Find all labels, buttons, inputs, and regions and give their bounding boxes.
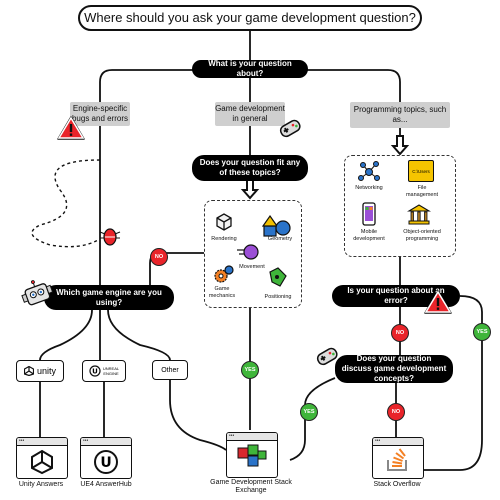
topic-rendering: Rendering (211, 236, 237, 242)
question-error-pill: Is your question about an error? (332, 285, 460, 307)
cube-icon (216, 213, 232, 231)
svg-text:U: U (92, 368, 98, 376)
network-icon (358, 161, 380, 181)
unity-icon (31, 449, 53, 475)
topic-networking: Networking (355, 185, 383, 191)
topic-object-oriented-programming: Object-oriented programming (403, 229, 441, 242)
dest-gamedev-se: Game Development Stack Exchange (210, 479, 292, 494)
puzzle-icon (269, 267, 287, 287)
bank-icon (407, 204, 431, 225)
unity-icon (23, 366, 34, 376)
stack-overflow-window[interactable]: ••• (372, 437, 424, 479)
branch-engine: Engine-specific bugs and errors (70, 102, 130, 126)
yes-badge-fit: YES (241, 361, 259, 379)
question-fit-pill: Does your question fit any of these topi… (192, 155, 308, 181)
phone-icon (362, 202, 376, 226)
unity-answers-window[interactable]: ••• (16, 437, 68, 479)
warning-icon (57, 116, 85, 140)
robot-icon (21, 280, 54, 306)
branch-gamedev: Game development in general (215, 102, 285, 126)
unreal-icon: U (94, 450, 118, 474)
topic-mobile-development: Mobile development (353, 229, 385, 242)
unity-label: unity (36, 366, 56, 376)
topic-positioning: Positioning (264, 294, 292, 300)
stack-exchange-icon (237, 444, 267, 467)
ue4-answerhub-window[interactable]: ••• U (80, 437, 132, 479)
sphere-icon (262, 214, 291, 237)
dest-unity-answers: Unity Answers (18, 481, 64, 488)
unreal-sublabel: ENGINE (103, 371, 119, 376)
unity-engine-tag[interactable]: unity (16, 360, 64, 382)
no-badge-error: NO (391, 324, 409, 342)
question-about-pill: What is your question about? (192, 59, 308, 78)
warning-icon (424, 290, 452, 314)
gamedev-se-window[interactable]: ••• (226, 432, 278, 478)
movement-icon (237, 244, 259, 260)
topic-file-management: File management (405, 185, 439, 198)
gear-icon (214, 265, 234, 283)
svg-text:U: U (100, 455, 111, 471)
unreal-label: UNREAL (102, 366, 120, 371)
page-title: Where should you ask your game developme… (78, 5, 422, 31)
no-badge-fit: NO (150, 248, 168, 266)
branch-programming: Programming topics, such as... (350, 102, 450, 128)
stack-overflow-icon (387, 448, 407, 471)
yes-badge-discuss: YES (300, 403, 318, 421)
gamepad-icon (279, 119, 301, 138)
topic-movement: Movement (239, 264, 265, 270)
dest-stack-overflow: Stack Overflow (373, 481, 421, 488)
gamepad-icon (316, 347, 338, 366)
question-engine-pill: Which game engine are you using? (44, 285, 174, 310)
topic-geometry: Geometry (267, 236, 293, 242)
folder-icon: C:\Users (408, 160, 434, 182)
topic-game-mechanics: Game mechanics (208, 286, 236, 299)
bug-icon (99, 228, 121, 246)
question-discuss-pill: Does your question discuss game developm… (335, 354, 453, 383)
other-engine-tag[interactable]: Other (152, 360, 188, 380)
unreal-icon: U (89, 365, 101, 377)
yes-badge-error: YES (473, 323, 491, 341)
dest-ue4-answerhub: UE4 AnswerHub (80, 481, 132, 488)
no-badge-discuss: NO (387, 403, 405, 421)
